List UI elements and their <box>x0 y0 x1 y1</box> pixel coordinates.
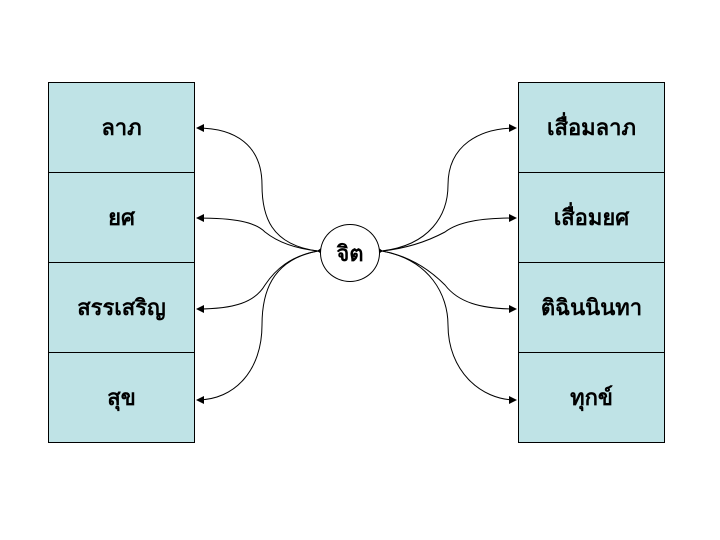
connector-center-to-left-2 <box>196 214 326 256</box>
connector-center-to-right-3 <box>374 245 517 313</box>
right-item-2: เสื่อมยศ <box>519 173 664 263</box>
left-item-4: สุข <box>49 353 194 442</box>
center-node: จิต <box>320 224 380 282</box>
connector-center-to-left-4 <box>196 245 326 404</box>
left-item-2: ยศ <box>49 173 194 263</box>
connector-center-to-left-3 <box>196 245 326 313</box>
right-item-4: ทุกข์ <box>519 353 664 442</box>
right-column: เสื่อมลาภ เสื่อมยศ ติฉินนินทา ทุกข์ <box>518 82 665 443</box>
connector-center-to-right-1 <box>374 124 517 256</box>
left-column: ลาภ ยศ สรรเสริญ สุข <box>48 82 195 443</box>
right-item-1: เสื่อมลาภ <box>519 83 664 173</box>
left-item-3: สรรเสริญ <box>49 263 194 353</box>
right-item-3: ติฉินนินทา <box>519 263 664 353</box>
center-label: จิต <box>336 241 364 267</box>
connector-center-to-left-1 <box>196 124 326 256</box>
left-item-1: ลาภ <box>49 83 194 173</box>
connector-center-to-right-2 <box>374 214 517 256</box>
connector-center-to-right-4 <box>374 245 517 404</box>
